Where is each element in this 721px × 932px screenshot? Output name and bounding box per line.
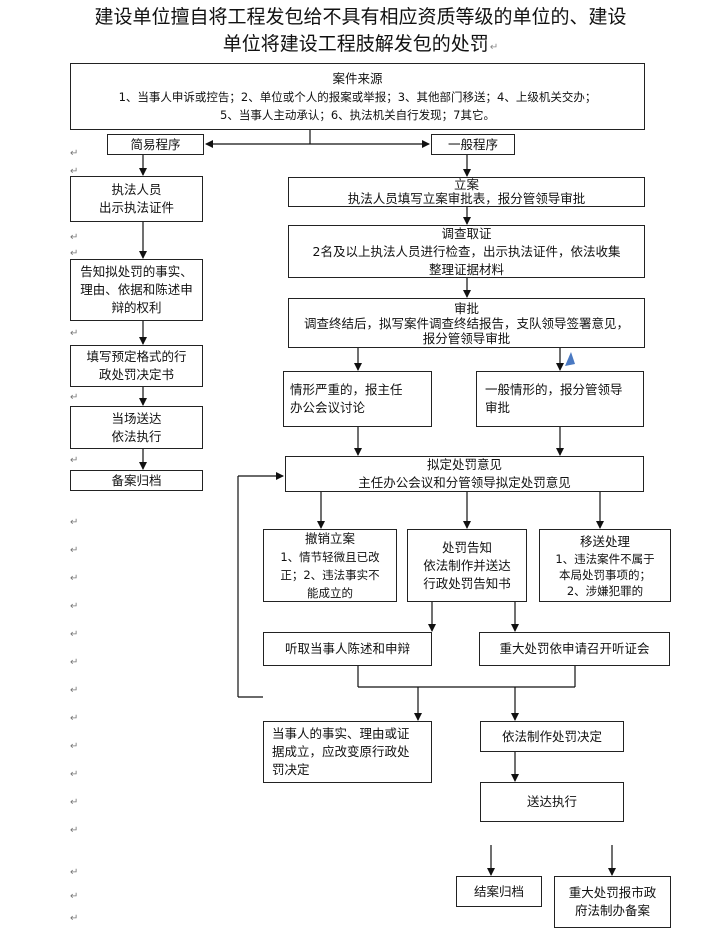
close-archive-box: 结案归档 [456, 876, 542, 907]
title-line-1: 建设单位擅自将工程发包给不具有相应资质等级的单位的、建设 [94, 6, 627, 28]
revoke-filing-box: 撤销立案 1、情节轻微且已改 正；2、违法事实不 能成立的 [263, 529, 397, 602]
hearing-box: 重大处罚依申请召开听证会 [479, 632, 670, 666]
penalty-proposal-box: 拟定处罚意见 主任办公会议和分管领导拟定处罚意见 [285, 456, 644, 492]
title-line-2: 单位将建设工程肢解发包的处罚 [222, 33, 489, 55]
report-filing-box: 重大处罚报市政 府法制办备案 [554, 876, 671, 928]
general-procedure-label: 一般程序 [431, 134, 515, 155]
deliver-execute-box: 送达执行 [480, 782, 624, 822]
change-decision-box: 当事人的事实、理由或证 据成立，应改变原行政处 罚决定 [263, 721, 432, 783]
transfer-box: 移送处理 1、违法案件不属于 本局处罚事项的； 2、涉嫌犯罪的 [539, 529, 671, 602]
hear-statement-box: 听取当事人陈述和申辩 [263, 632, 432, 666]
penalty-notice-box: 处罚告知 依法制作并送达 行政处罚告知书 [407, 529, 527, 602]
simple-step-deliver-execute: 当场送达 依法执行 [70, 406, 203, 449]
simple-step-fill-decision: 填写预定格式的行 政处罚决定书 [70, 345, 203, 387]
simple-step-archive: 备案归档 [70, 470, 203, 491]
make-decision-box: 依法制作处罚决定 [480, 721, 624, 752]
simple-step-inform-rights: 告知拟处罚的事实、 理由、依据和陈述申 辩的权利 [70, 259, 203, 321]
case-source-line-1: 1、当事人申诉或控告；2、单位或个人的报案或举报；3、其他部门移送；4、上级机关… [118, 89, 597, 104]
case-source-heading: 案件来源 [332, 70, 383, 86]
page-title: 建设单位擅自将工程发包给不具有相应资质等级的单位的、建设 [0, 4, 721, 31]
ordinary-case-box: 一般情形的，报分管领导 审批 [476, 371, 644, 427]
page-subtitle: 单位将建设工程肢解发包的处罚↵ [222, 33, 499, 55]
investigation-box: 调查取证 2名及以上执法人员进行检查，出示执法证件，依法收集 整理证据材料 [288, 225, 645, 278]
simple-step-show-credentials: 执法人员 出示执法证件 [70, 176, 203, 222]
filing-box: 立案 执法人员填写立案审批表，报分管领导审批 [288, 177, 645, 207]
simple-procedure-label: 简易程序 [107, 134, 204, 155]
review-box: 审批 调查终结后，拟写案件调查终结报告，支队领导签署意见， 报分管领导审批 [288, 298, 645, 348]
serious-case-box: 情形严重的，报主任 办公会议讨论 [283, 371, 432, 427]
case-source-line-2: 5、当事人主动承认；6、执法机关自行发现；7其它。 [220, 107, 495, 122]
case-source-box: 案件来源 1、当事人申诉或控告；2、单位或个人的报案或举报；3、其他部门移送；4… [70, 63, 645, 130]
